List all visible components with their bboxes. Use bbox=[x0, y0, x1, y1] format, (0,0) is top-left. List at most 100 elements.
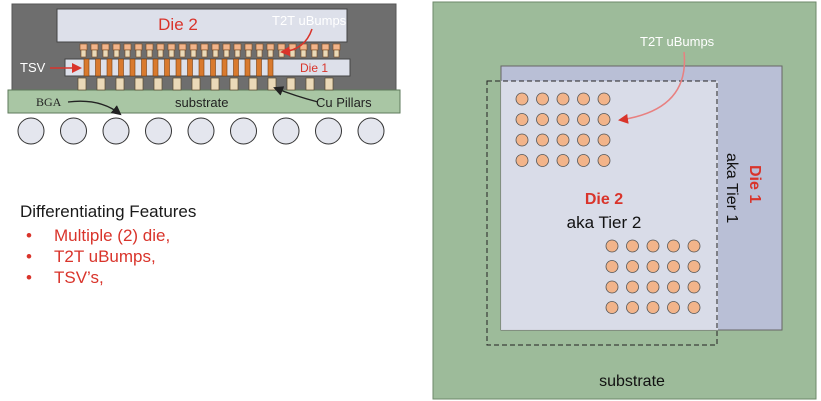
side-ubump-post bbox=[267, 49, 274, 58]
side-cu-pillar bbox=[77, 77, 87, 91]
feature-item: Multiple (2) die, bbox=[20, 225, 196, 246]
top-ubump bbox=[556, 92, 570, 106]
side-ubump-post bbox=[113, 49, 120, 58]
side-ubump bbox=[178, 43, 187, 51]
side-cu-pillars-arrow bbox=[273, 86, 319, 103]
side-cu-pillar bbox=[172, 77, 182, 91]
side-tsv bbox=[129, 58, 136, 77]
side-substrate-label: substrate bbox=[175, 95, 228, 110]
top-ubump bbox=[536, 113, 549, 126]
feature-item: TSV’s, bbox=[20, 267, 196, 288]
top-ubump bbox=[597, 113, 611, 126]
top-ubump bbox=[556, 113, 570, 126]
top-ubump bbox=[626, 260, 639, 273]
side-tsv bbox=[83, 58, 90, 77]
side-ubump bbox=[321, 43, 330, 51]
bga-balls bbox=[17, 117, 385, 145]
side-die-1-label: Die 1 bbox=[300, 61, 328, 75]
bga-ball bbox=[272, 117, 300, 145]
side-ubump bbox=[156, 43, 165, 51]
top-ubump bbox=[605, 280, 619, 294]
top-t2t-arrow bbox=[618, 51, 686, 124]
side-view: Die 2 T2T uBumps Die 1 TSV BGA substrate… bbox=[7, 3, 401, 145]
top-ubump bbox=[597, 154, 611, 167]
side-tsv bbox=[106, 58, 113, 77]
side-tsv bbox=[118, 58, 124, 77]
top-ubump bbox=[626, 301, 639, 314]
side-ubump-post bbox=[333, 49, 340, 58]
top-ubump bbox=[556, 133, 570, 147]
side-bga-arrow bbox=[67, 100, 122, 116]
side-ubump-post bbox=[234, 49, 241, 58]
side-ubump-post bbox=[157, 49, 164, 58]
side-tsv bbox=[95, 58, 101, 77]
side-ubump bbox=[244, 43, 253, 51]
side-tsv bbox=[164, 58, 170, 77]
side-tsv bbox=[210, 58, 216, 77]
top-ubump bbox=[626, 280, 639, 294]
side-t2t-ubumps bbox=[79, 43, 341, 58]
side-ubump bbox=[200, 43, 209, 51]
side-tsv bbox=[244, 58, 251, 77]
side-cu-pillar bbox=[248, 77, 258, 91]
top-die-2-sublabel: aka Tier 2 bbox=[567, 213, 642, 232]
side-cu-pillar bbox=[96, 77, 106, 91]
side-ubump bbox=[123, 43, 132, 51]
bga-ball bbox=[17, 117, 45, 145]
side-cu-pillar bbox=[286, 77, 296, 91]
top-ubump-array-upper bbox=[515, 92, 611, 167]
feature-item: T2T uBumps, bbox=[20, 246, 196, 267]
side-die-2 bbox=[56, 8, 348, 43]
side-ubump-post bbox=[190, 49, 197, 58]
side-ubump-post bbox=[300, 49, 307, 58]
side-ubump-post bbox=[168, 49, 175, 58]
top-ubump bbox=[597, 92, 611, 106]
top-view: T2T uBumps Die 2 aka Tier 2 Die 1 aka Ti… bbox=[432, 1, 817, 400]
top-ubump bbox=[597, 133, 611, 147]
side-ubump-post bbox=[245, 49, 252, 58]
side-ubump-post bbox=[256, 49, 263, 58]
bga-ball bbox=[357, 117, 385, 145]
side-ubump bbox=[79, 43, 88, 51]
side-tsv bbox=[267, 58, 274, 77]
side-cu-pillar bbox=[115, 77, 125, 91]
top-ubump bbox=[646, 280, 660, 294]
side-cu-pillar bbox=[134, 77, 144, 91]
side-ubump bbox=[134, 43, 143, 51]
top-ubump bbox=[536, 133, 549, 147]
side-ubump-post bbox=[322, 49, 329, 58]
side-cu-pillar bbox=[210, 77, 220, 91]
side-tsv bbox=[221, 58, 228, 77]
top-ubump bbox=[515, 113, 529, 126]
top-ubump bbox=[687, 260, 701, 273]
side-ubump bbox=[112, 43, 121, 51]
top-ubump bbox=[667, 239, 680, 253]
top-ubump bbox=[515, 92, 529, 106]
top-ubump bbox=[687, 239, 701, 253]
top-ubump bbox=[646, 239, 660, 253]
top-ubump-array-lower bbox=[605, 239, 701, 314]
side-ubump bbox=[145, 43, 154, 51]
side-die-2-label: Die 2 bbox=[158, 15, 198, 34]
top-substrate-label: substrate bbox=[599, 373, 665, 390]
side-ubump-post bbox=[179, 49, 186, 58]
side-substrate bbox=[7, 89, 401, 114]
side-tsv bbox=[141, 58, 147, 77]
side-tsvs bbox=[83, 58, 274, 77]
side-ubump bbox=[90, 43, 99, 51]
side-ubump bbox=[277, 43, 286, 51]
side-ubump-post bbox=[223, 49, 230, 58]
top-ubump bbox=[646, 301, 660, 314]
side-tsv bbox=[198, 58, 205, 77]
side-t2t-arrow bbox=[280, 28, 313, 57]
features-block: Differentiating Features Multiple (2) di… bbox=[20, 202, 196, 288]
top-ubump bbox=[626, 239, 639, 253]
side-ubump-post bbox=[146, 49, 153, 58]
side-tsv bbox=[175, 58, 182, 77]
side-ubump bbox=[233, 43, 242, 51]
top-ubump bbox=[536, 92, 549, 106]
side-ubump bbox=[189, 43, 198, 51]
side-ubump bbox=[266, 43, 275, 51]
side-cu-pillars bbox=[77, 77, 334, 91]
bga-ball bbox=[187, 117, 215, 145]
